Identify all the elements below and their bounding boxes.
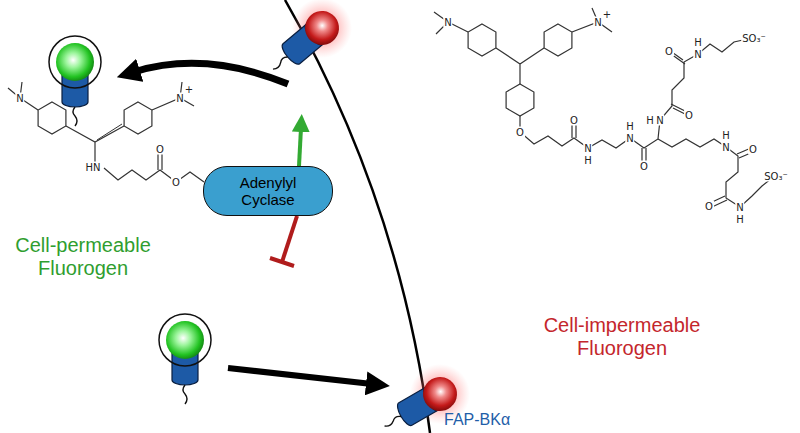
atom-label: O	[664, 46, 674, 57]
atom-label: N	[721, 142, 730, 153]
atom-label: O	[639, 161, 649, 172]
activation-arrow	[299, 128, 301, 166]
enzyme-box: Adenylyl Cyclase	[203, 166, 333, 216]
atom-label: O	[515, 127, 525, 138]
protein-name: FAP-BKα	[444, 410, 510, 429]
atom-label: H	[645, 115, 655, 126]
atom-label: O	[748, 144, 758, 155]
inhibition-bar	[270, 216, 297, 266]
atom-label: O	[171, 177, 181, 188]
atom-label: N	[735, 202, 744, 213]
atom-label: N	[693, 49, 702, 60]
atom-label: H	[625, 121, 635, 132]
chemical-structure	[434, 8, 772, 207]
atom-label: H	[693, 37, 703, 48]
atom-label: +	[602, 9, 612, 20]
atom-label: HN	[85, 162, 102, 173]
atom-label: N	[15, 93, 24, 104]
recycling-arrow	[228, 368, 372, 384]
atom-label: +	[184, 84, 194, 95]
fluorogen-name: Cell-impermeable Fluorogen	[522, 314, 722, 360]
atom-label: SO₃⁻	[741, 33, 767, 44]
atom-label: O	[704, 201, 714, 212]
atom-label: H	[735, 214, 745, 225]
internalization-arrow	[134, 63, 288, 84]
fluorogen-name: Cell-permeable Fluorogen	[3, 234, 163, 280]
atom-label: N	[655, 115, 664, 126]
atom-label: H	[583, 155, 593, 166]
atom-label: N	[625, 133, 634, 144]
green-fap-complex	[159, 314, 211, 404]
enzyme-label: Adenylyl Cyclase	[223, 174, 313, 208]
atom-label: O	[684, 110, 694, 121]
atom-label: N	[583, 143, 592, 154]
atom-label: SO₃⁻	[763, 171, 789, 182]
atom-label: O	[155, 144, 165, 155]
atom-label: O	[569, 115, 579, 126]
atom-label: H	[721, 130, 731, 141]
cell-membrane	[285, 0, 430, 433]
chemical-structure	[8, 82, 204, 182]
green-fap-complex	[49, 36, 101, 126]
atom-label: N	[443, 17, 452, 28]
